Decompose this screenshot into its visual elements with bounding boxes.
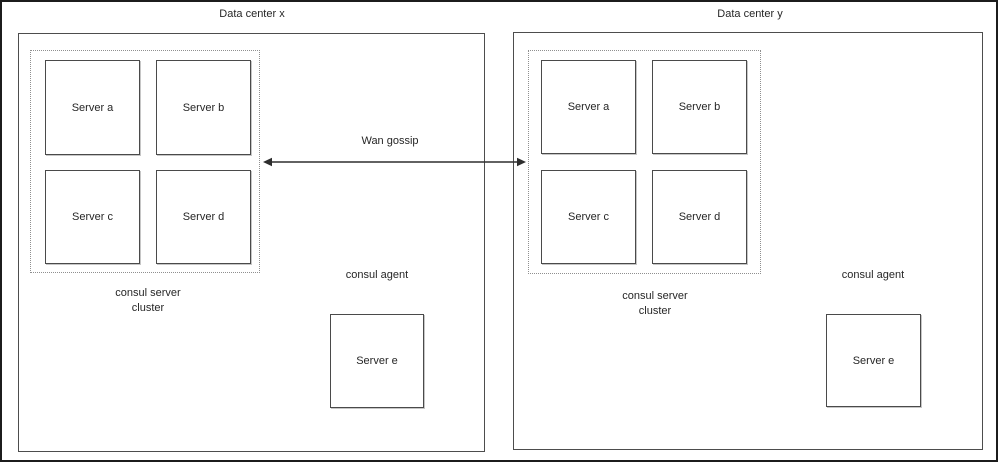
cluster-label-line2: cluster [638,305,672,317]
cluster-label-line1: consul server [622,290,688,302]
wan-gossip-label: Wan gossip [361,135,419,147]
datacenter-x-cluster-dashed-box [30,50,260,273]
datacenter-y-server-b-box: Server b [652,60,747,154]
datacenter-x-cluster-label: consul server cluster [88,286,208,316]
datacenter-y-box: Server a Server b Server c Server d cons… [513,32,983,450]
datacenter-y-consul-agent-label: consul agent [841,269,905,281]
datacenter-y-server-a-box: Server a [541,60,636,154]
cluster-label-line1: consul server [115,287,181,299]
datacenter-x-server-b-box: Server b [156,60,251,155]
datacenter-x-server-e-box: Server e [330,314,424,408]
datacenter-x-server-c-box: Server c [45,170,140,264]
datacenter-x-server-d-box: Server d [156,170,251,264]
datacenter-x-server-a-box: Server a [45,60,140,155]
datacenter-x-consul-agent-label: consul agent [345,269,409,281]
datacenter-y-cluster-dashed-box [528,50,761,274]
datacenter-y-title: Data center y [717,8,783,20]
wan-gossip-arrow-icon [263,157,526,167]
datacenter-y-server-e-box: Server e [826,314,921,407]
datacenter-x-box: Server a Server b Server c Server d cons… [18,33,485,452]
cluster-label-line2: cluster [131,302,165,314]
datacenter-y-server-d-box: Server d [652,170,747,264]
datacenter-x-title: Data center x [219,8,285,20]
datacenter-y-server-c-box: Server c [541,170,636,264]
datacenter-y-cluster-label: consul server cluster [595,289,715,319]
